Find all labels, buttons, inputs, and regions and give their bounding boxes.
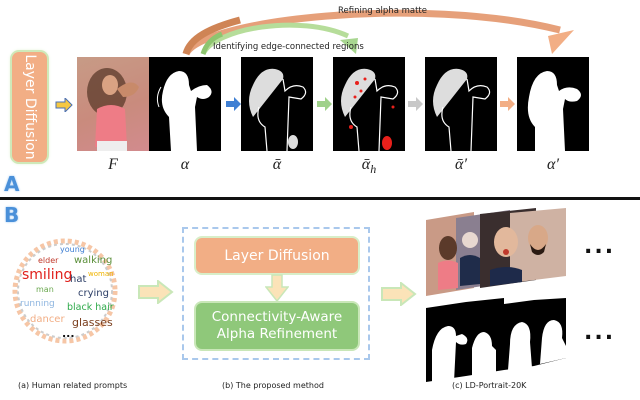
car-line1: Connectivity-Aware [211,309,343,326]
connectivity-aware-alpha-refinement-box: Connectivity-Aware Alpha Refinement [196,303,358,349]
prompt-man: man [36,285,54,294]
section-a: Refining alpha matte Identifying edge-co… [0,0,640,197]
label-f: F [108,156,118,173]
dataset-mattes [426,298,576,382]
caption-b: (b) The proposed method [222,381,324,390]
prompt-black-hair: black hair [67,302,114,313]
dataset-mattes-ellipsis: ... [584,320,616,345]
panel-foreground-image [77,57,149,151]
arrow-prompts-to-method-icon [138,280,174,304]
yellow-arrow-icon [55,98,73,112]
prompt-crying: crying [78,288,109,299]
section-divider [0,197,640,200]
caption-a: (a) Human related prompts [18,381,128,390]
section-a-letter: A [4,172,20,196]
label-alpha-bar-h: ᾱh [333,156,405,177]
prompt-smiling: smiling [22,267,73,283]
car-line2: Alpha Refinement [216,326,338,342]
gray-arrow-icon [408,97,423,111]
panel-alpha-bar-prime [425,57,497,151]
section-b-letter: B [4,203,20,227]
annotation-identifying: Identifying edge-connected regions [213,42,364,52]
prompt-woman: woman [88,270,114,278]
label-alpha-bar-h-sub: h [370,162,377,177]
prompt-cloud-badge [12,238,118,344]
label-alpha: α [180,156,190,173]
green-arrow-icon [317,97,332,111]
layer-diffusion-box: Layer Diffusion [196,238,358,273]
arrow-method-to-dataset-icon [381,282,417,306]
panel-alpha-matte [149,57,221,151]
layer-diffusion-label: Layer Diffusion [21,54,38,160]
proposed-method-frame [182,227,370,360]
label-alpha-bar-prime: ᾱ′ [455,156,467,173]
panel-alpha-bar-h [333,57,405,151]
prompt-young: young [60,245,85,254]
arrow-down-icon [265,274,289,302]
prompt-walking: walking [74,255,113,266]
prompt-cloud: young elder walking smiling hat woman ma… [12,228,118,354]
dataset-images-ellipsis: ... [584,234,616,259]
orange-arrow-icon [500,97,515,111]
arc-arrows [182,9,574,56]
prompt-glasses: glasses [72,316,113,329]
prompt-elder: elder [38,256,59,265]
label-alpha-prime: α′ [547,156,559,173]
layer-diffusion-box-label: Layer Diffusion [224,247,330,264]
blue-arrow-icon [226,97,241,111]
prompt-dancer: dancer [30,314,65,325]
orange-arrowhead-icon [548,30,574,54]
caption-c: (c) LD-Portrait-20K [452,381,527,390]
panel-alpha-bar [241,57,313,151]
label-alpha-bar-h-base: ᾱ [361,156,371,173]
prompt-hat: hat [70,274,87,285]
prompt-ellipsis: ... [62,327,75,340]
green-arrowhead-icon [340,38,358,54]
label-alpha-bar: ᾱ [272,156,282,173]
prompt-running: running [20,299,55,309]
annotation-refining: Refining alpha matte [338,6,427,16]
panel-alpha-prime [517,57,589,151]
layer-diffusion-box-vertical: Layer Diffusion [12,52,47,162]
dataset-images [426,208,576,298]
